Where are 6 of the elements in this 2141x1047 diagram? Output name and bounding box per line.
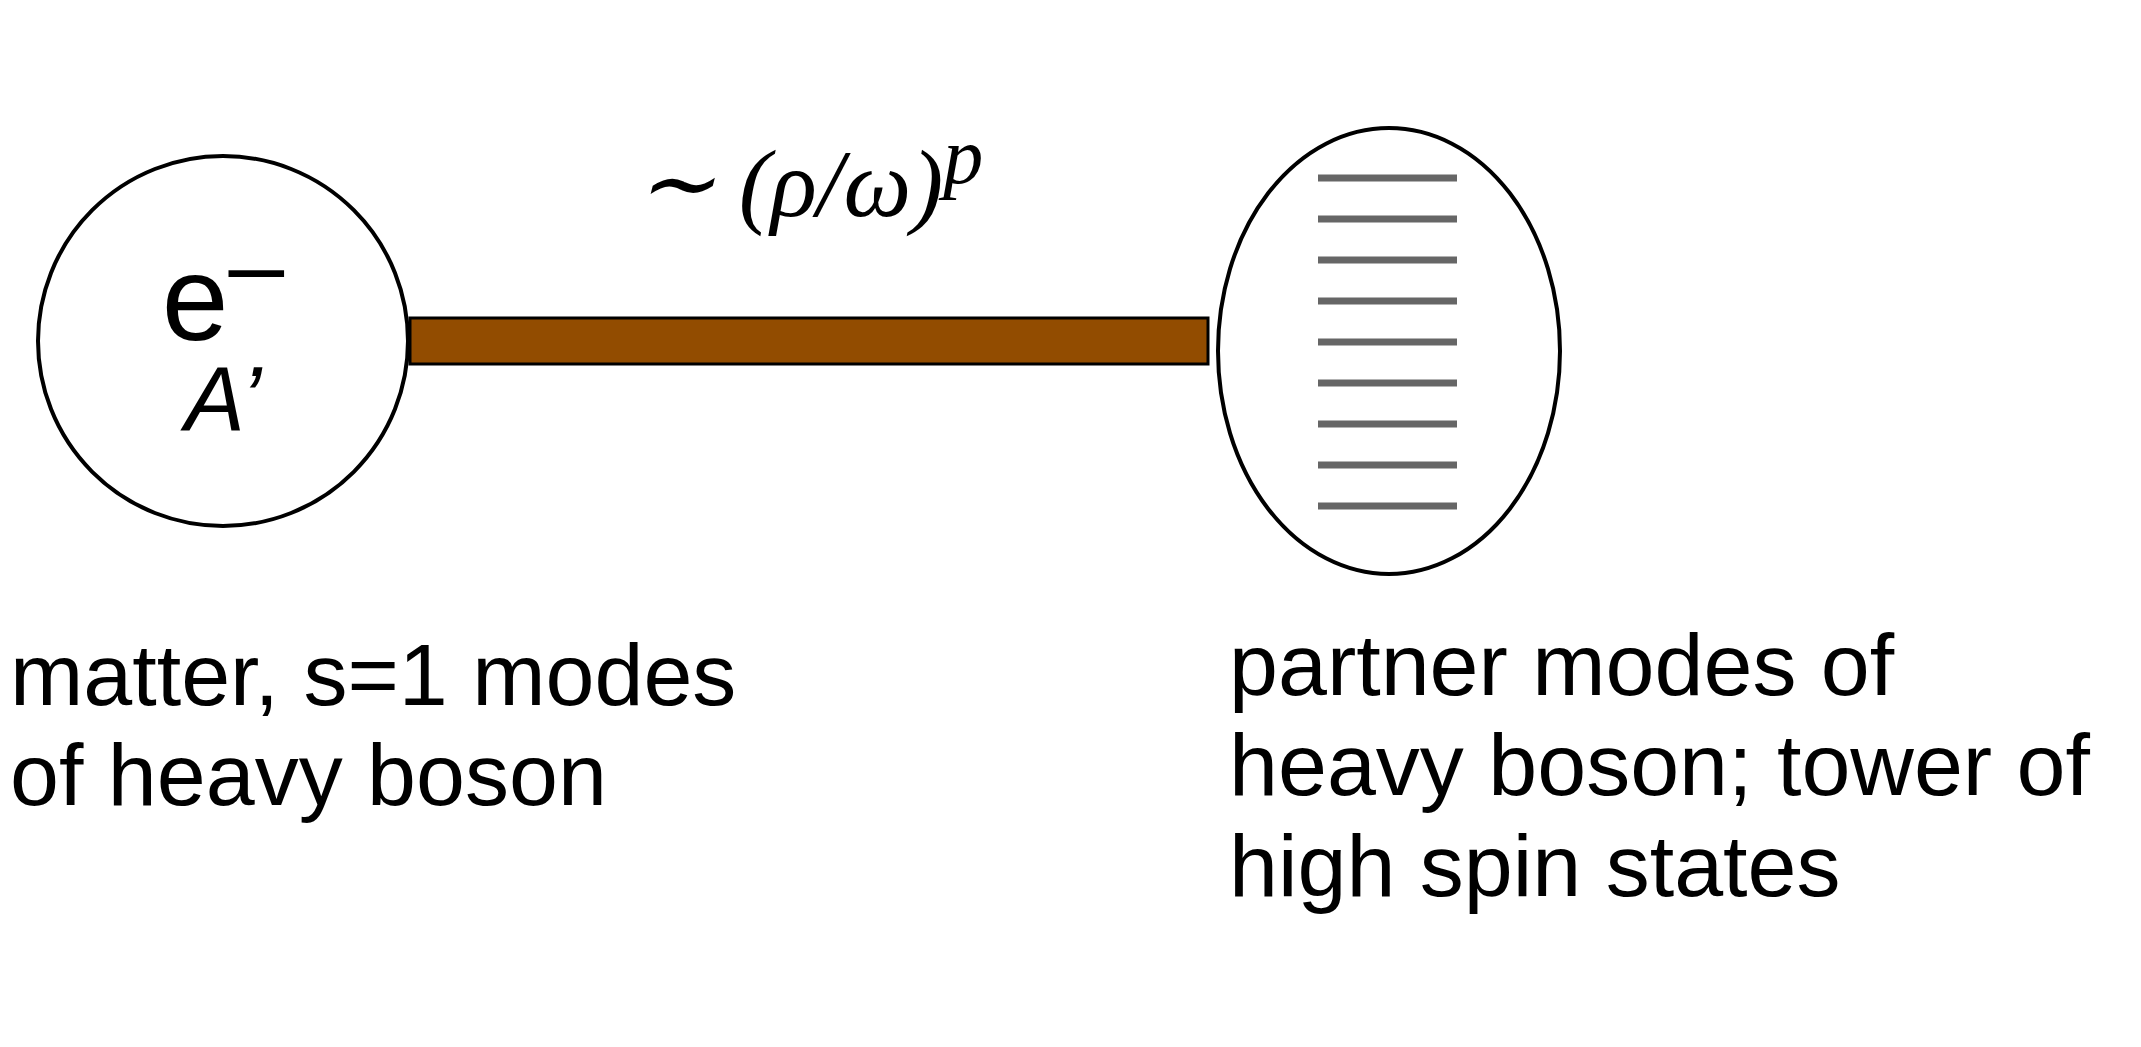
coupling-bar — [408, 316, 1210, 366]
particle-symbol: e$^{–}$ — [161, 214, 285, 358]
energy-level-ellipse — [1216, 126, 1562, 576]
circle-node — [36, 154, 410, 528]
caption-text: partner modes of heavy boson; tower of high spin states — [1229, 615, 2091, 916]
caption-text: matter, s=1 modes of heavy boson — [10, 625, 738, 826]
